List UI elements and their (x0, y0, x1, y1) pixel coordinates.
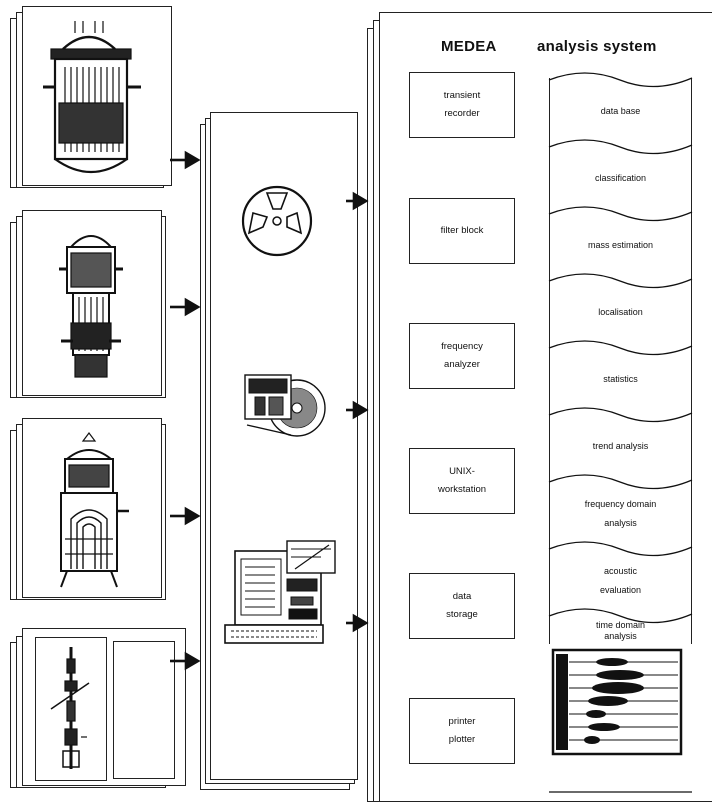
func-time-domain-analysis: time domain analysis (549, 614, 692, 644)
tape-reel-icon (241, 185, 313, 257)
filter-block-box: filter block (409, 198, 515, 264)
transient-recorder-box: transient recorder (409, 72, 515, 138)
func-mass-estimation: mass estimation (549, 212, 692, 279)
unix-workstation-box: UNIX- workstation (409, 448, 515, 514)
func-statistics: statistics (549, 346, 692, 413)
system-subtitle: analysis system (537, 38, 657, 55)
func-trend-analysis: trend analysis (549, 413, 692, 480)
frequency-analyzer-box: frequency analyzer (409, 323, 515, 389)
system-name: MEDEA (441, 38, 497, 55)
pipe-assembly-icon (50, 647, 90, 769)
reactor-vessel-icon (43, 21, 141, 174)
disk-drive-icon (244, 374, 326, 437)
func-classification: classification (549, 145, 692, 212)
func-acoustic-evaluation: acoustic evaluation (549, 547, 692, 614)
func-frequency-domain-analysis: frequency domain analysis (549, 480, 692, 547)
reactor-pressure-vessel-card (22, 6, 172, 186)
steam-generator-card (22, 210, 162, 396)
func-data-base: data base (549, 78, 692, 145)
printer-plotter-box: printer plotter (409, 698, 515, 764)
pipe-section-card (22, 628, 186, 786)
component-arrows (170, 150, 201, 671)
data-storage-box: data storage (409, 573, 515, 639)
func-localisation: localisation (549, 279, 692, 346)
steam-generator-icon (59, 235, 123, 378)
coolant-pump-icon (60, 432, 129, 588)
reactor-coolant-pump-card (22, 418, 162, 598)
workstation-terminal-icon (224, 540, 336, 644)
